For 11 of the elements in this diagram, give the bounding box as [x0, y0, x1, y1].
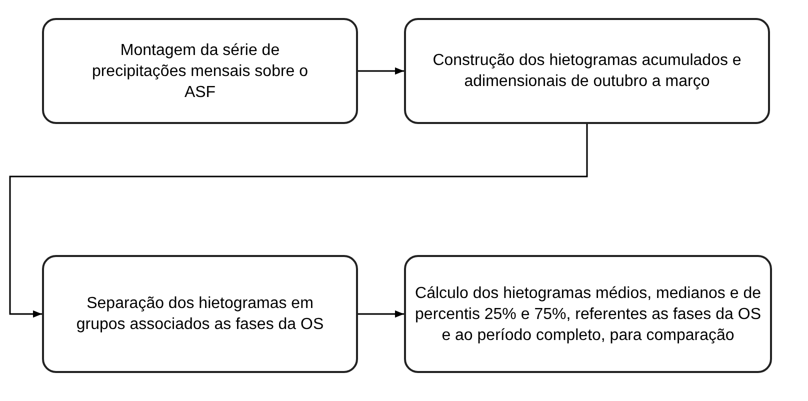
box-text: Montagem da série de precipitações mensais sobre o ASF: [90, 40, 310, 102]
box-text: Separação dos hietogramas em grupos associados as fases da OS: [75, 294, 325, 335]
process-box: [42, 255, 358, 373]
process-box: [42, 18, 358, 124]
box-text: Cálculo dos hietogramas médios, medianos e de percentis 25% e 75%, referentes as fases da OS e ao período completo, para comparação: [414, 284, 762, 346]
arrow: [358, 67, 404, 75]
process-box: [404, 18, 770, 124]
box-text: Construção dos hietogramas acumulados e adimensionais de outubro a março: [432, 51, 742, 92]
process-box: [404, 255, 772, 373]
arrow: [9, 124, 588, 318]
arrow: [358, 310, 404, 318]
